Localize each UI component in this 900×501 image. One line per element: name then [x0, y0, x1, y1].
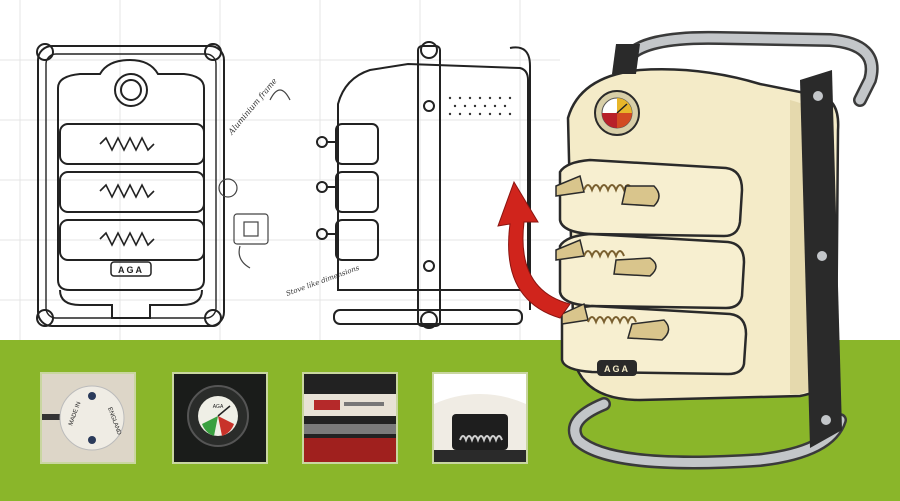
label-plate-image: MADE IN ENGLAND — [42, 374, 134, 462]
spring-handle-image — [434, 374, 526, 462]
outlet-doodle — [218, 89, 291, 269]
thumbnail-thermometer-gauge: AGA — [172, 372, 268, 464]
vent-dots — [448, 96, 512, 116]
front-view-sketch — [36, 43, 225, 327]
aga-badge — [597, 360, 637, 376]
side-view-sketch — [316, 41, 531, 329]
side-strut — [612, 44, 842, 448]
thermometer-gauge — [594, 90, 640, 136]
oven-door-image — [304, 374, 396, 462]
spring-handles — [555, 174, 670, 341]
gauge-image: AGA — [174, 374, 266, 462]
thumbnail-oven-door — [302, 372, 398, 464]
render-badge-text: AGA — [604, 364, 630, 374]
steel-frame — [567, 30, 879, 470]
gauge-text: AGA — [213, 404, 224, 410]
front-badge-text: AGA — [118, 265, 144, 275]
thumbnail-spring-handle — [432, 372, 528, 464]
red-arrow — [497, 180, 571, 319]
sketch-grid — [0, 0, 560, 340]
concept-sketches: AGA Aluminium frame Stove like dimension… — [0, 0, 560, 340]
thumbnail-label-plate: MADE IN ENGLAND — [40, 372, 136, 464]
